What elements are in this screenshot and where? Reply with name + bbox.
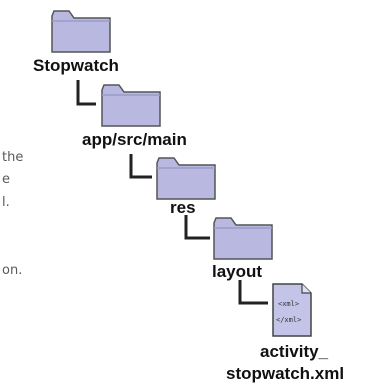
folder-label-layout: layout	[212, 262, 263, 281]
folder-label-main: app/src/main	[82, 130, 187, 149]
margin-note: the	[2, 150, 24, 165]
file-label-line1: activity_	[260, 342, 329, 361]
xml-file-icon[interactable]: <xml> </xml>	[270, 282, 314, 338]
connector-main-res	[129, 154, 152, 179]
margin-note: on.	[2, 263, 23, 278]
folder-label-res: res	[170, 198, 196, 217]
folder-icon[interactable]	[50, 8, 112, 54]
file-label-line2: stopwatch.xml	[226, 364, 345, 383]
margin-note: e	[2, 172, 10, 187]
xml-tag-open: <xml>	[278, 300, 299, 308]
margin-note: l.	[2, 195, 10, 210]
folder-icon[interactable]	[212, 215, 274, 261]
connector-stopwatch-main	[76, 80, 96, 106]
folder-icon[interactable]	[155, 155, 217, 201]
xml-tag-close: </xml>	[276, 316, 301, 324]
folder-label-stopwatch: Stopwatch	[33, 56, 119, 75]
connector-res-layout	[184, 215, 210, 240]
folder-icon[interactable]	[100, 82, 162, 128]
connector-layout-file	[238, 280, 268, 305]
